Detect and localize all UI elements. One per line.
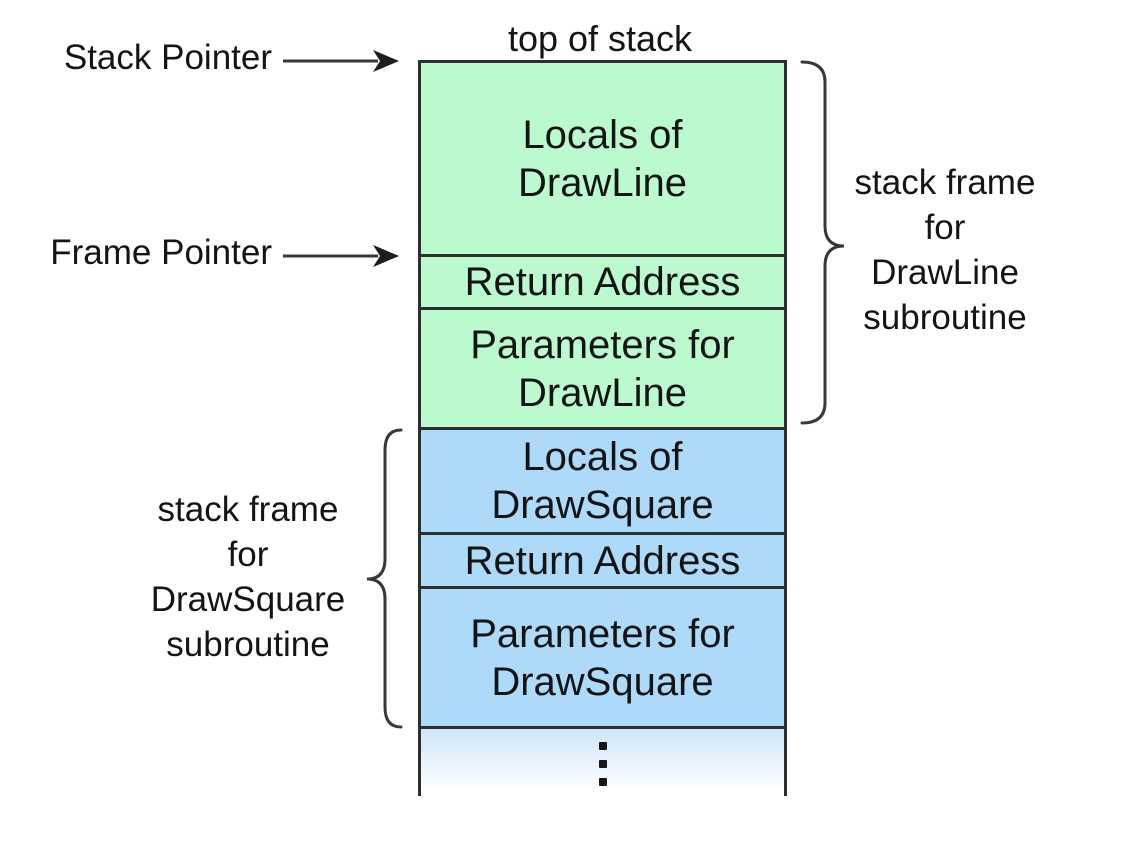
cell-text-line: Parameters for [470,611,735,656]
stack-cell-locals-drawsquare: Locals of DrawSquare [418,427,787,532]
ellipsis-dot [598,760,607,768]
stack-cell-return-address-drawsquare: Return Address [418,532,787,586]
drawsquare-frame-brace [366,428,403,729]
stack-pointer-label: Stack Pointer [63,38,272,77]
label-line: DrawLine [871,253,1019,292]
label-line: stack frame [854,163,1036,202]
frame-pointer-label: Frame Pointer [50,233,272,272]
label-line: subroutine [863,298,1027,337]
label-line: for [924,208,966,247]
frame-pointer-arrow [283,245,399,267]
stack-cell-continuation [418,726,787,796]
stack-pointer-arrow [283,50,399,72]
stack-cell-parameters-drawsquare: Parameters for DrawSquare [418,586,787,726]
drawline-frame-label: stack frame for DrawLine subroutine [835,160,1055,340]
label-line: subroutine [166,625,330,664]
cell-text-line: Locals of [522,112,683,157]
top-of-stack-label: top of stack [507,18,693,59]
label-line: stack frame [157,490,339,529]
cell-text-line: DrawLine [518,370,687,415]
cell-text-line: DrawSquare [491,483,714,527]
stack-cell-locals-drawline: Locals of DrawLine [418,60,787,254]
ellipsis-dot [598,742,607,750]
cell-text-line: Parameters for [470,322,735,367]
stack-cell-parameters-drawline: Parameters for DrawLine [418,307,787,427]
cell-text-line: Locals of [522,435,683,479]
stack-column: Locals of DrawLine Return Address Parame… [418,60,787,796]
label-line: DrawSquare [150,580,346,619]
cell-text-line: DrawSquare [491,659,714,704]
ellipsis-dot [598,778,607,786]
label-line: for [227,535,269,574]
stack-cell-return-address-drawline: Return Address [418,254,787,307]
cell-text-line: Return Address [464,260,741,304]
cell-text-line: DrawLine [518,160,687,205]
cell-text-line: Return Address [464,538,741,583]
drawsquare-frame-label: stack frame for DrawSquare subroutine [128,487,368,667]
